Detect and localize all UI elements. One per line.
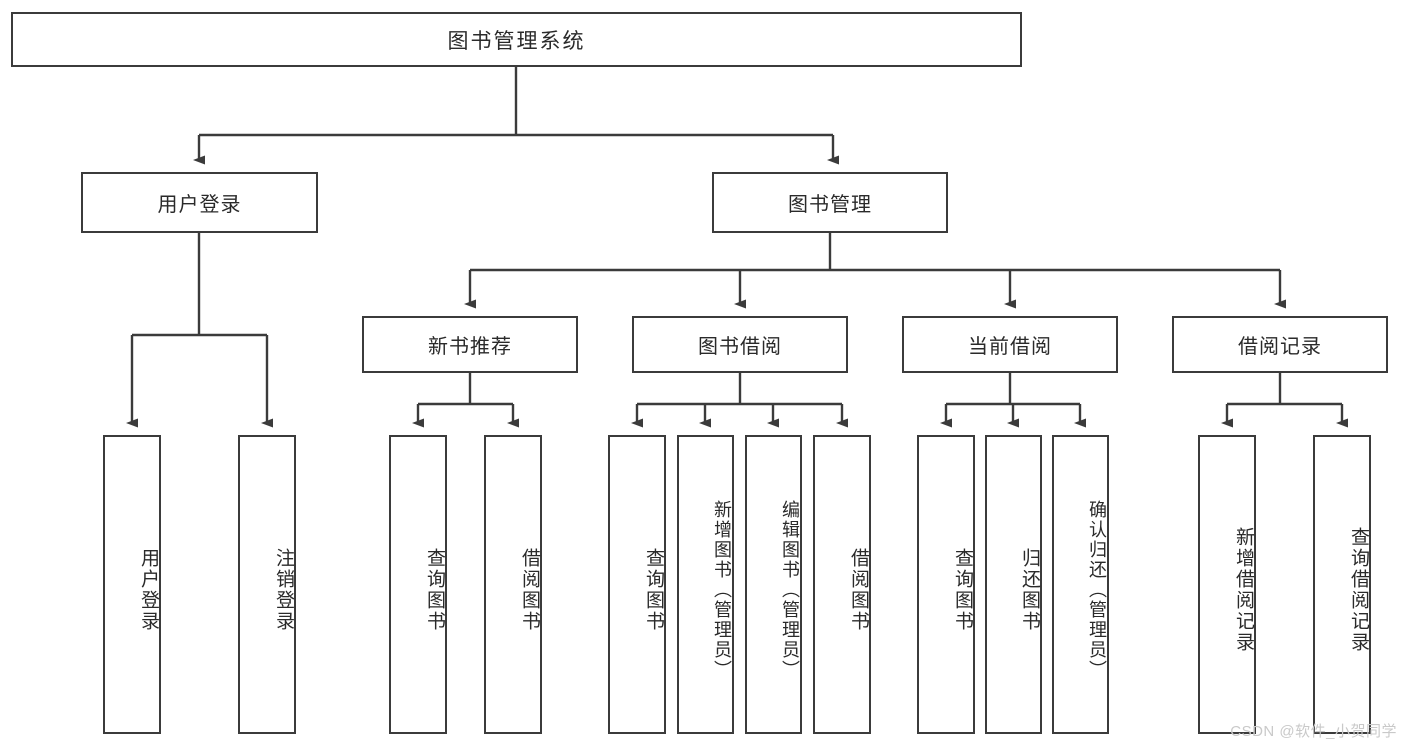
- node-user-login[interactable]: 用户登录: [81, 172, 318, 233]
- watermark: CSDN @软件_小贺同学: [1230, 723, 1397, 740]
- node-new-book-recommend[interactable]: 新书推荐: [362, 316, 578, 373]
- leaf-edit-book-admin[interactable]: 编辑图书（管理员）: [745, 435, 802, 734]
- node-book-borrow[interactable]: 图书借阅: [632, 316, 848, 373]
- leaf-borrow-book[interactable]: 借阅图书: [813, 435, 871, 734]
- leaf-query-borrow-record[interactable]: 查询借阅记录: [1313, 435, 1371, 734]
- node-current-borrow[interactable]: 当前借阅: [902, 316, 1118, 373]
- node-book-management[interactable]: 图书管理: [712, 172, 948, 233]
- leaf-query-book-current[interactable]: 查询图书: [917, 435, 975, 734]
- leaf-add-borrow-record[interactable]: 新增借阅记录: [1198, 435, 1256, 734]
- node-root[interactable]: 图书管理系统: [11, 12, 1022, 67]
- leaf-user-login[interactable]: 用户登录: [103, 435, 161, 734]
- leaf-query-book-newbook[interactable]: 查询图书: [389, 435, 447, 734]
- leaf-return-book[interactable]: 归还图书: [985, 435, 1042, 734]
- node-borrow-records[interactable]: 借阅记录: [1172, 316, 1388, 373]
- leaf-add-book-admin[interactable]: 新增图书（管理员）: [677, 435, 734, 734]
- leaf-confirm-return-admin[interactable]: 确认归还（管理员）: [1052, 435, 1109, 734]
- leaf-query-book-borrow[interactable]: 查询图书: [608, 435, 666, 734]
- leaf-logout[interactable]: 注销登录: [238, 435, 296, 734]
- leaf-borrow-book-newbook[interactable]: 借阅图书: [484, 435, 542, 734]
